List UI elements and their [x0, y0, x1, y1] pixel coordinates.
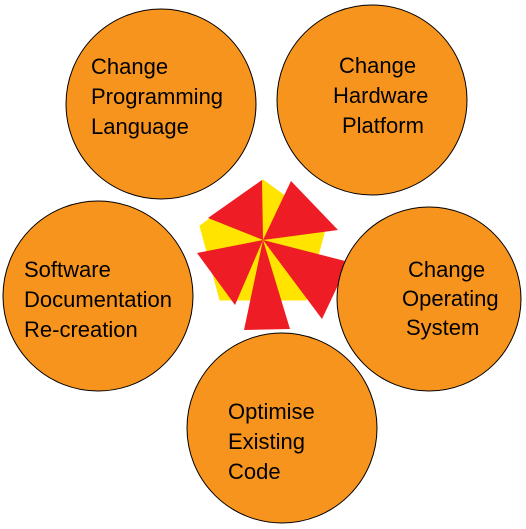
- node-circle: [276, 4, 468, 196]
- node-label-line-3: Platform: [342, 113, 424, 138]
- star-triangle-right: [263, 181, 338, 240]
- node-label-line-1: Change: [339, 53, 416, 78]
- center-star-emblem: [197, 179, 349, 330]
- node-circle: [186, 332, 378, 524]
- star-triangle-top: [208, 180, 263, 240]
- node-label-line-3: Language: [91, 114, 189, 139]
- star-triangle-lower-right: [263, 240, 349, 319]
- node-label-line-2: Documentation: [24, 287, 172, 312]
- node-change-programming-language: Change Programming Language: [65, 8, 257, 200]
- node-circle: [2, 200, 194, 392]
- node-change-hardware-platform: Change Hardware Platform: [276, 4, 468, 196]
- node-label-line-1: Change: [408, 257, 485, 282]
- node-label-line-1: Optimise: [228, 399, 315, 424]
- node-circle: [336, 206, 522, 392]
- node-software-documentation-recreation: Software Documentation Re-creation: [2, 200, 194, 392]
- node-circle: [65, 8, 257, 200]
- star-triangle-bottom: [244, 240, 290, 330]
- node-label-line-3: Code: [228, 459, 281, 484]
- node-label-line-2: Hardware: [333, 83, 428, 108]
- node-label-line-3: System: [406, 315, 479, 340]
- node-label-line-2: Programming: [91, 84, 223, 109]
- node-label-line-2: Operating: [402, 286, 499, 311]
- node-label-line-2: Existing: [228, 429, 305, 454]
- node-optimise-existing-code: Optimise Existing Code: [186, 332, 378, 524]
- node-label-line-1: Change: [91, 54, 168, 79]
- node-change-operating-system: Change Operating System: [336, 206, 522, 392]
- node-label-line-1: Software: [24, 257, 111, 282]
- star-triangle-left: [197, 240, 263, 305]
- node-label-line-3: Re-creation: [24, 317, 138, 342]
